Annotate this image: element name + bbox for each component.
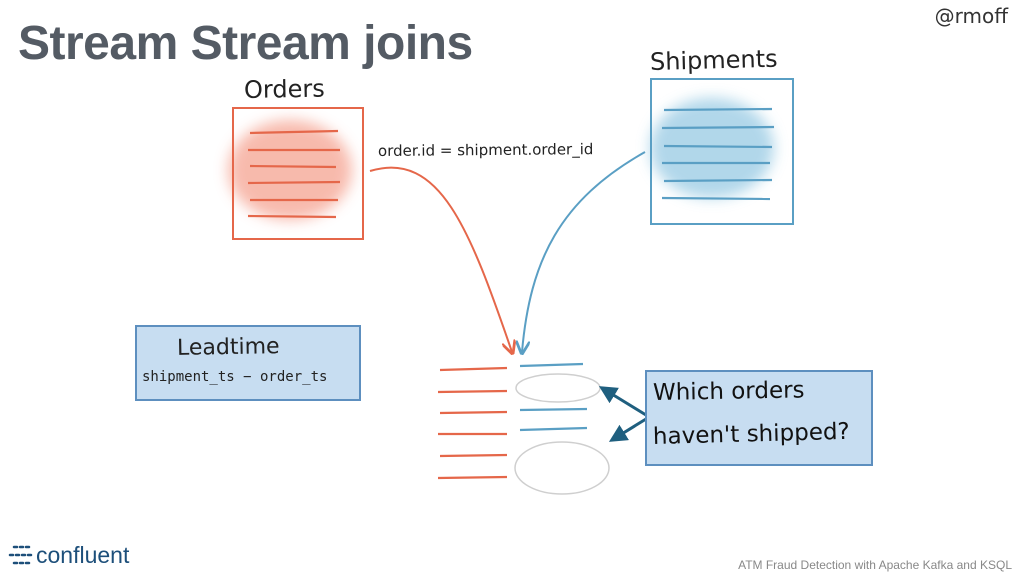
confluent-logo: confluent [6,540,129,570]
question-pointer-arrow [608,417,647,442]
question-line-1: Which orders [652,377,805,406]
question-box: Which orders haven't shipped? [645,370,873,466]
orders-label: Orders [243,74,325,104]
shipments-join-arrow [522,151,646,352]
confluent-logo-icon [8,545,34,565]
join-condition: order.id = shipment.order_id [377,140,594,160]
unmatched-slot [515,373,601,403]
joined-result [437,362,610,495]
logo-text: confluent [36,541,130,568]
shipments-label: Shipments [649,44,778,76]
question-pointer-arrow [598,386,647,417]
leadtime-box: Leadtime shipment_ts − order_ts [135,325,361,401]
leadtime-title: Leadtime [176,334,280,361]
footer-text: ATM Fraud Detection with Apache Kafka an… [738,558,1012,572]
leadtime-formula: shipment_ts − order_ts [142,369,328,385]
unmatched-slot [514,441,610,495]
orders-join-arrow [369,166,512,352]
question-line-2: haven't shipped? [652,418,851,450]
orders-table [228,107,364,240]
slide-title: Stream Stream joins [18,17,473,70]
author-handle: @rmoff [934,4,1008,28]
shipments-table [650,78,794,225]
